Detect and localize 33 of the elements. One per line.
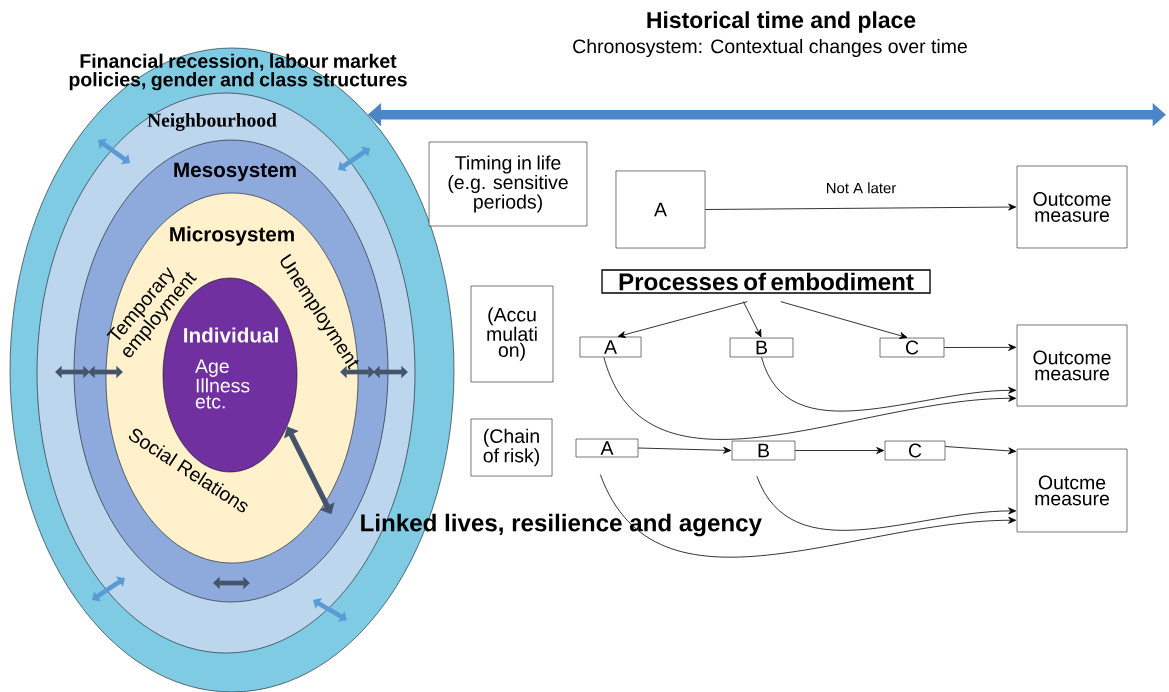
box: Outcome measure bbox=[1016, 165, 1128, 249]
box: C bbox=[879, 337, 945, 358]
ellipse-text: Age Illness etc. bbox=[195, 359, 250, 409]
box: Outcome measure bbox=[1016, 324, 1128, 407]
ring-label: Neighbourhood bbox=[147, 113, 277, 131]
box: C bbox=[884, 440, 946, 461]
ring-label: Microsystem bbox=[170, 226, 294, 246]
arrow bbox=[761, 356, 1017, 412]
arrow bbox=[943, 343, 1017, 351]
arrow bbox=[742, 301, 762, 338]
arrow bbox=[780, 301, 908, 339]
title: Historical time and place bbox=[647, 11, 916, 33]
arrow bbox=[637, 446, 732, 454]
arrow bbox=[617, 301, 748, 338]
arrow bbox=[603, 356, 1017, 440]
box: (Chain of risk) bbox=[470, 418, 553, 477]
edge-label: Not A later bbox=[824, 181, 898, 195]
arrow bbox=[599, 474, 1017, 558]
subtitle: Chronosystem: Contextual changes over time bbox=[573, 38, 967, 58]
box: (Accu mulati on) bbox=[470, 285, 554, 383]
box: B bbox=[731, 440, 796, 461]
box: Timing in life (e.g. sensitive periods) bbox=[428, 141, 588, 227]
arrow bbox=[756, 475, 1017, 531]
box: A bbox=[575, 438, 639, 458]
arrow bbox=[704, 203, 1017, 211]
box: B bbox=[729, 337, 794, 358]
heading-box: Processes of embodiment bbox=[601, 269, 931, 294]
box: A bbox=[615, 170, 706, 249]
ring-label: Mesosystem bbox=[174, 162, 296, 182]
arrow bbox=[794, 447, 885, 454]
box: A bbox=[579, 336, 642, 358]
box: Outcme measure bbox=[1016, 448, 1128, 533]
arrow bbox=[944, 446, 1017, 455]
